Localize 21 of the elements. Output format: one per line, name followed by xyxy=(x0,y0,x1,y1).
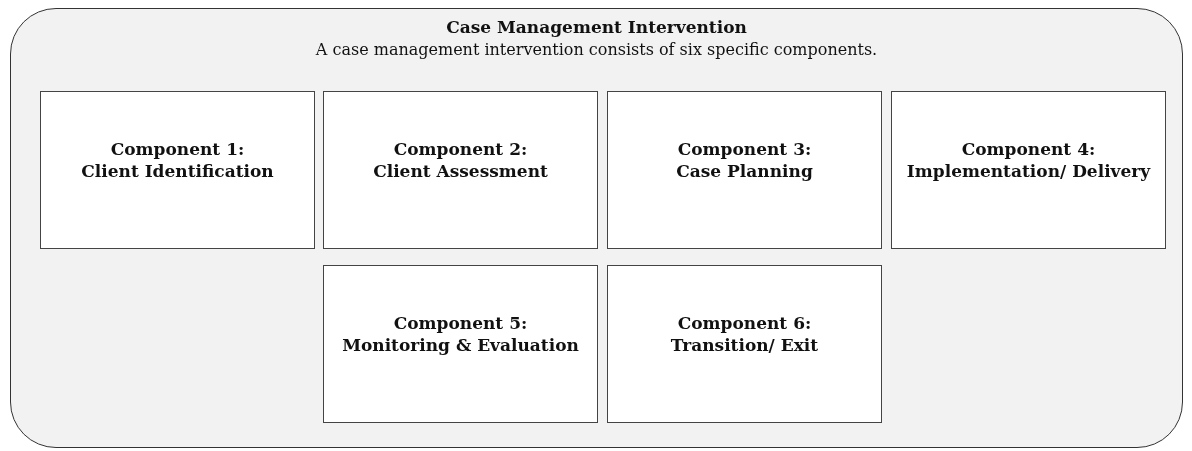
component-name: Transition/ Exit xyxy=(669,334,820,356)
component-box xyxy=(607,91,882,249)
component-number: Component 5: xyxy=(392,312,529,334)
container-panel xyxy=(10,8,1183,448)
component-box xyxy=(607,265,882,423)
component-box xyxy=(323,91,598,249)
component-number: Component 2: xyxy=(392,138,529,160)
component-name: Implementation/ Delivery xyxy=(905,160,1152,182)
component-box xyxy=(40,91,315,249)
component-name: Case Planning xyxy=(675,160,814,182)
component-number: Component 1: xyxy=(109,138,246,160)
component-name: Client Identification xyxy=(80,160,275,182)
panel-title: Case Management Intervention xyxy=(445,17,748,37)
component-name: Client Assessment xyxy=(372,160,549,182)
component-number: Component 6: xyxy=(676,312,813,334)
component-number: Component 3: xyxy=(676,138,813,160)
component-name: Monitoring & Evaluation xyxy=(341,334,580,356)
component-box xyxy=(323,265,598,423)
component-number: Component 4: xyxy=(960,138,1097,160)
component-box xyxy=(891,91,1166,249)
panel-subtitle: A case management intervention consists of six specific components. xyxy=(314,40,879,59)
